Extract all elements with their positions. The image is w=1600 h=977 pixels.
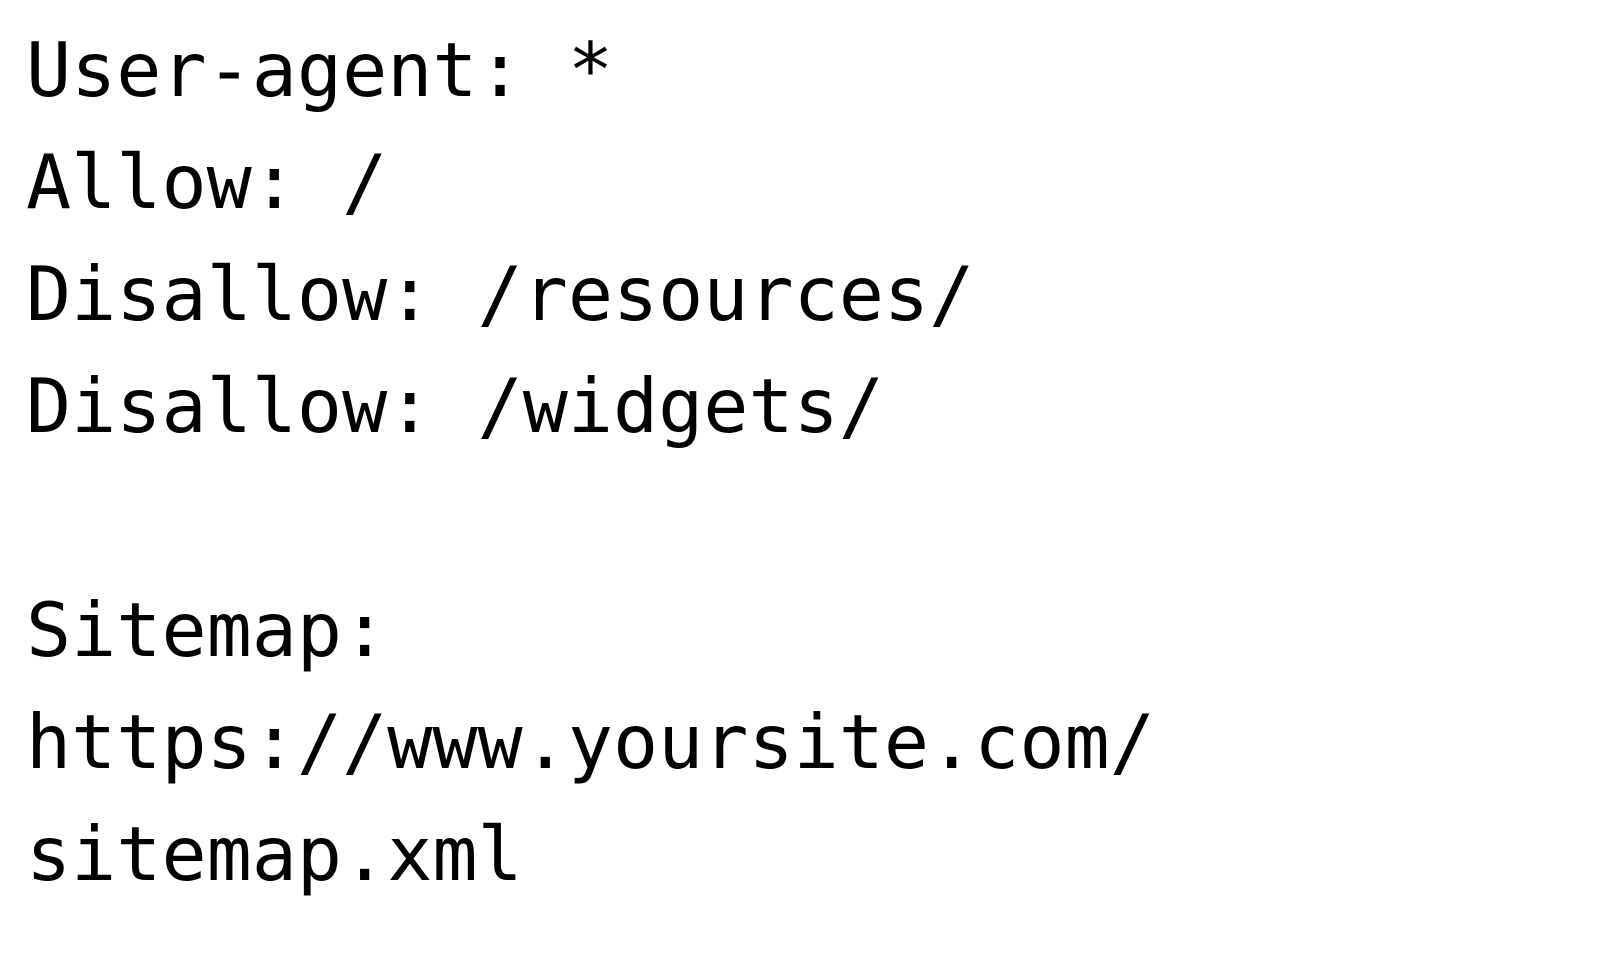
code-line-disallow-resources: Disallow: /resources/ [26, 250, 975, 338]
code-line-blank-spacer [26, 462, 1600, 574]
code-line-disallow-widgets: Disallow: /widgets/ [26, 362, 884, 450]
code-line-sitemap-url-part1: https://www.yoursite.com/ [26, 698, 1155, 786]
code-line-sitemap-directive: Sitemap: [26, 586, 388, 674]
code-line-allow-root: Allow: / [26, 138, 388, 226]
code-line-user-agent: User-agent: * [26, 26, 613, 114]
robots-txt-content: User-agent: * Allow: / Disallow: /resource… [26, 14, 1600, 910]
code-line-sitemap-url-part2: sitemap.xml [26, 810, 523, 898]
